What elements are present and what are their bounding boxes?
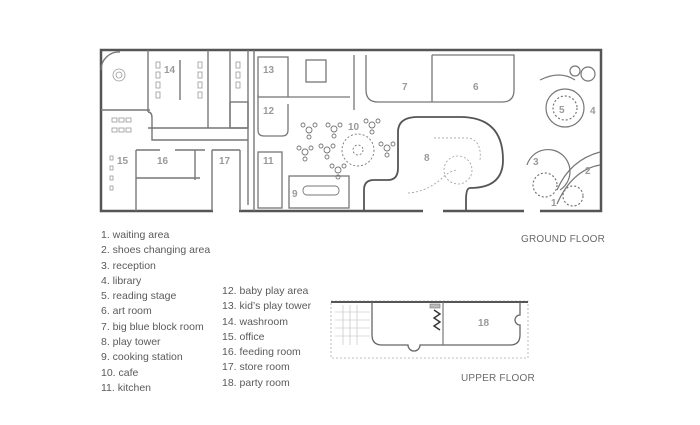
legend-item: 16. feeding room — [222, 346, 301, 359]
legend-column-2: 12. baby play area 13. kid’s play tower … — [222, 284, 311, 391]
svg-text:16: 16 — [157, 156, 169, 167]
svg-text:11: 11 — [263, 156, 274, 167]
svg-text:14: 14 — [164, 65, 176, 76]
legend-item: 17. store room — [222, 361, 290, 374]
legend-item: 14. washroom — [222, 315, 288, 328]
legend-column-1: 1. waiting area 2. shoes changing area 3… — [101, 228, 210, 396]
legend-item: 10. cafe — [101, 366, 139, 379]
upper-floor-label: UPPER FLOOR — [461, 373, 535, 384]
legend-item: 15. office — [222, 330, 265, 343]
legend-item: 18. party room — [222, 376, 290, 389]
legend-item: 5. reading stage — [101, 290, 177, 303]
legend-item: 2. shoes changing area — [101, 244, 211, 257]
svg-text:3: 3 — [533, 157, 539, 168]
svg-text:9: 9 — [292, 189, 298, 200]
svg-text:6: 6 — [473, 82, 479, 93]
legend-item: 4. library — [101, 274, 142, 287]
legend-item: 9. cooking station — [101, 351, 183, 364]
svg-text:13: 13 — [263, 65, 275, 76]
ground-floor-plan — [99, 48, 603, 213]
ground-floor-label: GROUND FLOOR — [521, 234, 606, 245]
legend-item: 11. kitchen — [101, 381, 152, 394]
svg-text:8: 8 — [424, 153, 430, 164]
legend-item: 1. waiting area — [101, 229, 170, 241]
legend-item: 7. big blue block room — [101, 320, 204, 333]
svg-text:1: 1 — [551, 198, 557, 209]
svg-text:17: 17 — [219, 156, 231, 167]
upper-floor-plan — [330, 300, 529, 359]
svg-text:15: 15 — [117, 156, 129, 167]
legend-item: 13. kid’s play tower — [222, 300, 312, 313]
svg-text:12: 12 — [263, 106, 275, 117]
legend-item: 12. baby play area — [222, 285, 309, 297]
legend-item: 6. art room — [101, 305, 152, 318]
svg-text:5: 5 — [559, 105, 565, 116]
legend-item: 3. reception — [101, 259, 156, 272]
svg-text:7: 7 — [402, 82, 408, 93]
legend-item: 8. play tower — [101, 336, 161, 349]
svg-text:18: 18 — [478, 318, 490, 329]
room-numbers: 1 2 3 4 5 6 7 8 9 10 11 12 13 14 15 16 1… — [117, 65, 596, 329]
svg-text:10: 10 — [348, 122, 360, 133]
svg-text:4: 4 — [590, 106, 596, 117]
svg-text:2: 2 — [585, 166, 591, 177]
